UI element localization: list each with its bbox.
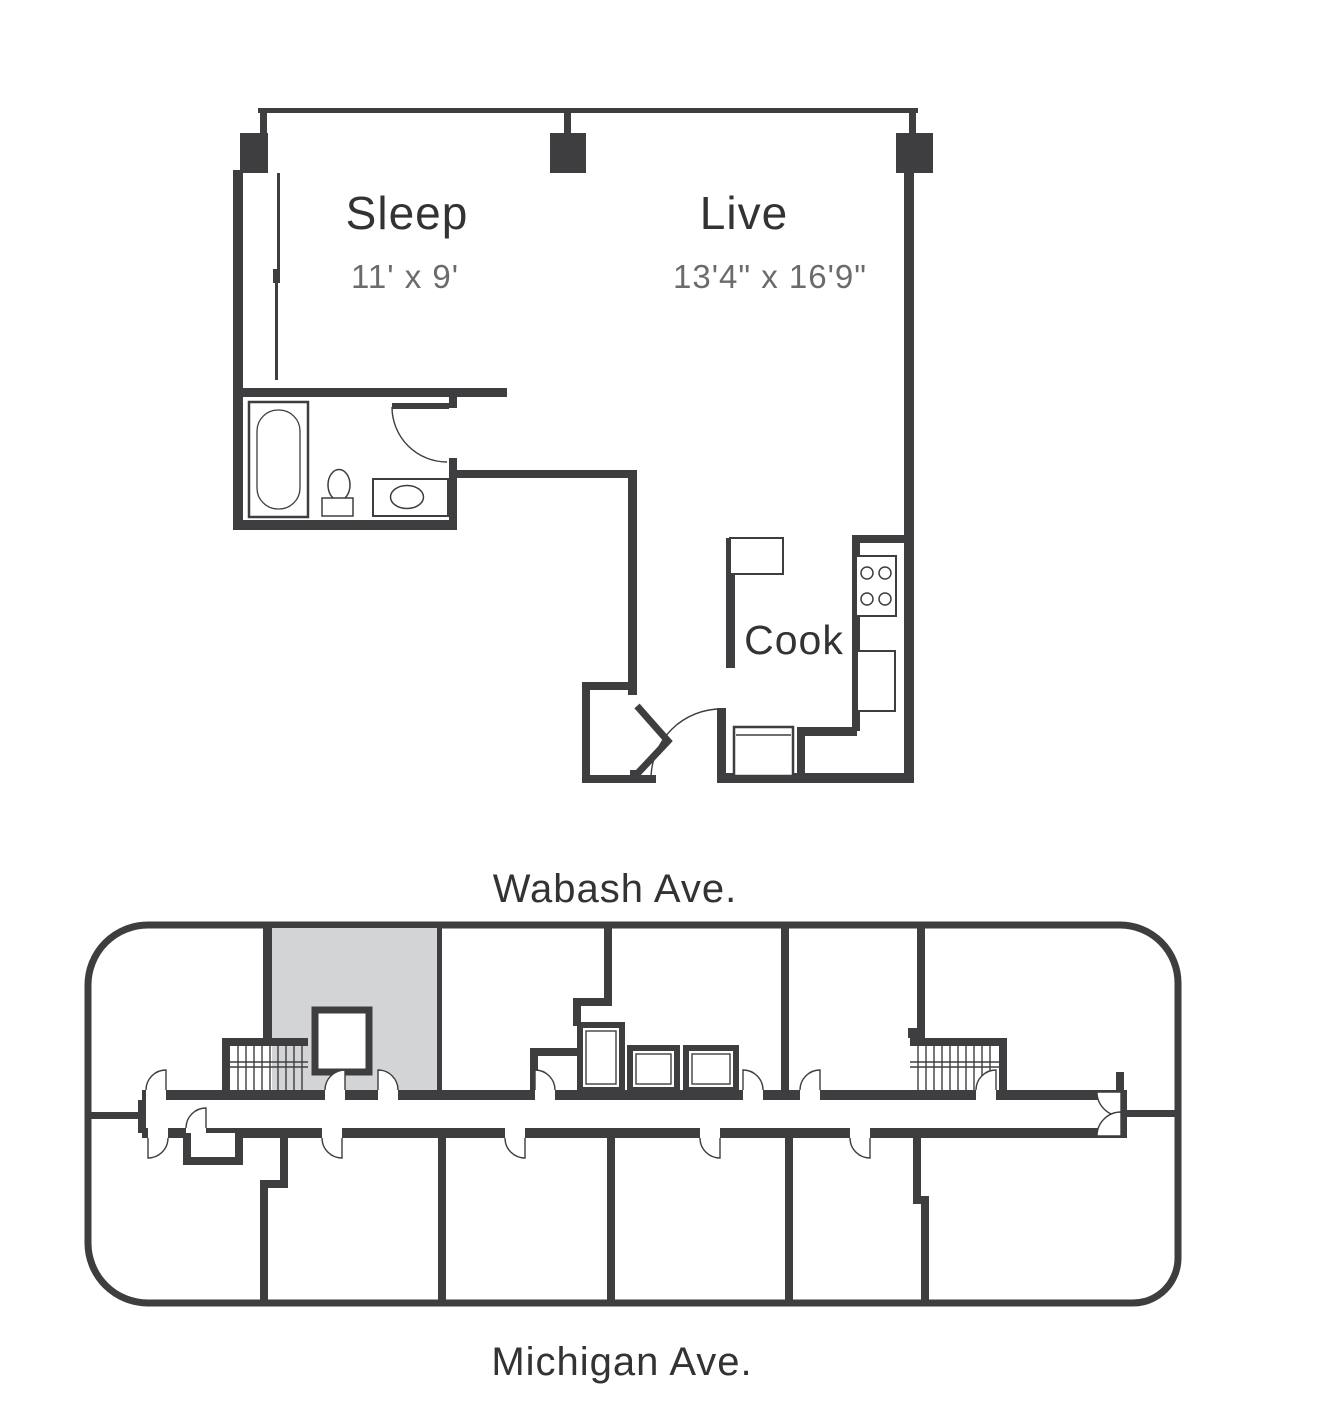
bathroom-door-icon xyxy=(391,403,449,463)
cook-room-label: Cook xyxy=(744,617,844,663)
door-arc-icon xyxy=(799,1069,821,1091)
sleep-room-label: Sleep xyxy=(346,187,469,239)
door-arc-icon xyxy=(145,1069,167,1091)
door-arc-icon xyxy=(534,1069,556,1091)
unit-interior-room xyxy=(311,1006,373,1076)
corridor-door-icons xyxy=(145,1069,1122,1159)
entry-door-icon xyxy=(650,708,726,780)
elevator-icon xyxy=(627,1045,680,1093)
elevator-core xyxy=(530,1022,739,1093)
live-room-label: Live xyxy=(700,187,788,239)
building-key-plan: Wabash Ave. Michigan Ave. xyxy=(84,867,1182,1384)
stairs-icon xyxy=(222,1038,308,1092)
door-arc-icon xyxy=(975,1069,997,1091)
closet-slider-icon xyxy=(273,173,280,380)
building-outline xyxy=(84,921,1182,1307)
street-label-top: Wabash Ave. xyxy=(493,867,737,911)
door-arc-icon xyxy=(321,1137,343,1159)
closet-bifold-icon xyxy=(630,703,673,778)
stove-icon xyxy=(855,555,897,617)
door-arc-icon xyxy=(324,1069,346,1091)
kitchen-counter-icon xyxy=(729,537,896,712)
door-arc-icon xyxy=(699,1137,721,1159)
sleep-room-dimensions: 11' x 9' xyxy=(351,258,459,295)
door-arc-icon xyxy=(742,1069,764,1091)
refrigerator-icon xyxy=(732,725,795,778)
sink-icon xyxy=(372,478,449,517)
upper-unit-walls xyxy=(263,925,925,1090)
bathtub-icon xyxy=(247,400,310,519)
window-wall xyxy=(258,108,918,138)
door-arc-icon xyxy=(147,1137,169,1159)
door-arc-icon xyxy=(849,1137,871,1159)
unit-floor-plan: Sleep 11' x 9' Live 13'4" x 16'9" Cook xyxy=(233,108,933,783)
lower-unit-walls xyxy=(260,1133,929,1303)
stairs-icon xyxy=(910,1038,1007,1092)
door-arc-icon xyxy=(504,1137,526,1159)
door-arc-icon xyxy=(1096,1111,1122,1137)
live-room-dimensions: 13'4" x 16'9" xyxy=(673,258,867,295)
toilet-icon xyxy=(321,468,354,517)
elevator-icon xyxy=(577,1022,625,1093)
door-arc-icon xyxy=(377,1069,399,1091)
street-label-bottom: Michigan Ave. xyxy=(491,1340,752,1384)
corridor-closet xyxy=(183,1133,243,1165)
unit-walls xyxy=(233,170,914,783)
structural-column-icon xyxy=(240,133,933,173)
elevator-icon xyxy=(683,1045,739,1093)
door-arc-icon xyxy=(185,1107,207,1129)
